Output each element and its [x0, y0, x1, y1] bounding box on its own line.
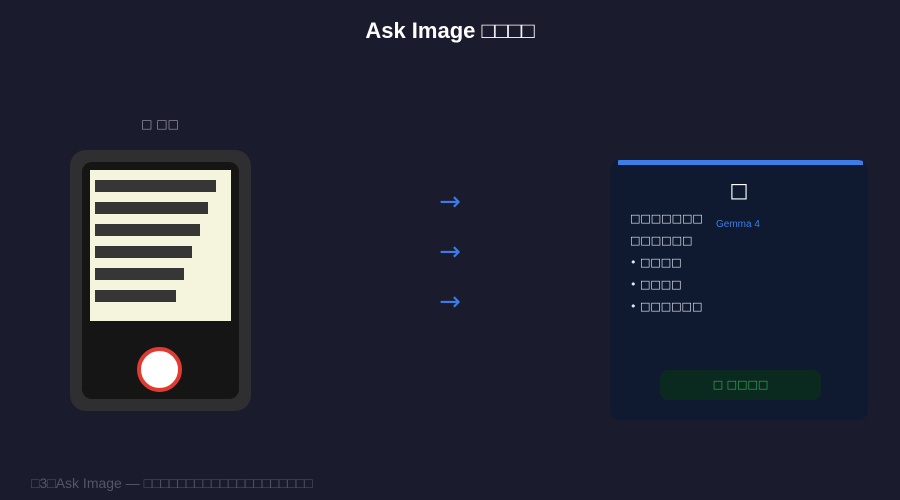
document-text-line	[95, 180, 216, 192]
result-bullet: • □□□□	[630, 256, 682, 269]
phone-screen	[82, 162, 239, 399]
document-text-line	[95, 246, 192, 258]
result-line: □□□□□□□	[630, 212, 703, 225]
result-bullet: • □□□□	[630, 278, 682, 291]
arrow-icon: →	[439, 287, 461, 317]
arrow-icon: →	[439, 187, 461, 217]
shutter-button[interactable]	[137, 347, 182, 392]
panel-accent-bar	[618, 160, 863, 165]
model-label: Gemma 4	[716, 219, 760, 230]
result-line: □□□□□□	[630, 234, 693, 247]
arrow-icon: →	[439, 237, 461, 267]
page-title: Ask Image □□□□	[365, 18, 535, 43]
result-icon: □	[729, 178, 749, 202]
result-panel: □ □□□□□□□ □□□□□□ • □□□□ • □□□□ • □□□□□□ …	[610, 160, 868, 420]
document-text-line	[95, 224, 200, 236]
document-text-line	[95, 202, 208, 214]
document-text-line	[95, 268, 184, 280]
phone-mockup	[70, 150, 251, 411]
read-aloud-button[interactable]: □ □□□□	[660, 370, 821, 400]
camera-preview-document	[90, 170, 231, 321]
result-bullet: • □□□□□□	[630, 300, 703, 313]
figure-caption: □3□Ask Image — □□□□□□□□□□□□□□□□□□□□	[31, 475, 313, 491]
document-text-line	[95, 290, 176, 302]
phone-caption: □ □□	[141, 117, 179, 131]
